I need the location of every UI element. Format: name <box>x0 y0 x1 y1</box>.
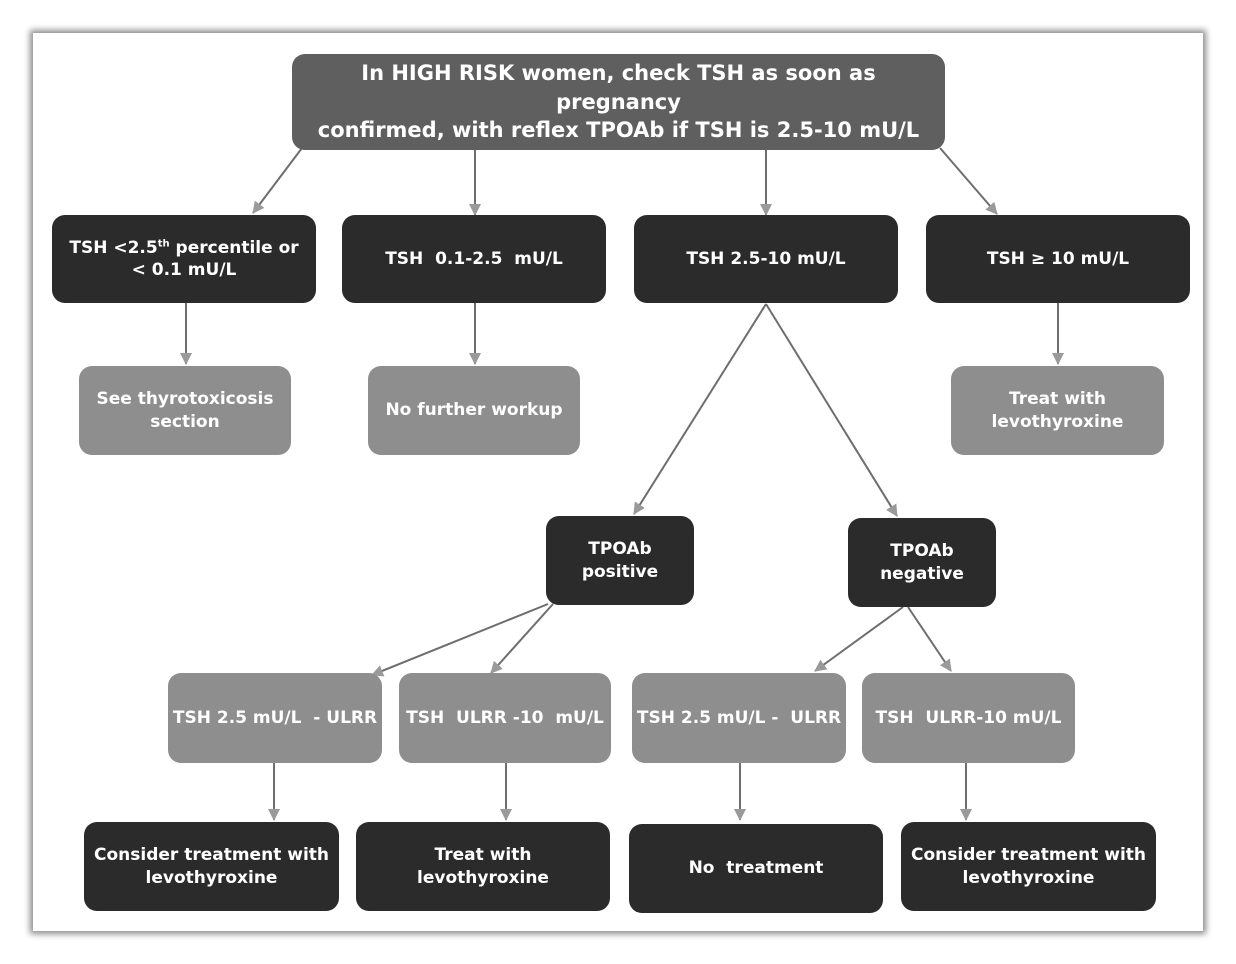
tsh-mid-node: TSH 2.5-10 mU/L <box>634 215 898 303</box>
outcome-pos-low-line-1: Consider treatment with <box>94 845 329 866</box>
treat-high-line-1: Treat with <box>1009 389 1106 410</box>
tpoab-negative-line-2: negative <box>880 563 964 584</box>
treat-high-node: Treat with levothyroxine <box>951 366 1164 455</box>
pos-high-range-label: TSH ULRR -10 mU/L <box>406 707 604 728</box>
tpoab-negative-node: TPOAb negative <box>848 518 996 607</box>
outcome-pos-low-node: Consider treatment with levothyroxine <box>84 822 339 911</box>
tsh-high-node: TSH ≥ 10 mU/L <box>926 215 1190 303</box>
thyrotoxicosis-line-2: section <box>150 411 220 432</box>
pos-high-range-node: TSH ULRR -10 mU/L <box>399 673 611 763</box>
outcome-neg-high-line-1: Consider treatment with <box>911 845 1146 866</box>
neg-low-range-node: TSH 2.5 mU/L - ULRR <box>632 673 846 763</box>
top-line-1: In HIGH RISK women, check TSH as soon as… <box>361 61 876 114</box>
thyrotoxicosis-node: See thyrotoxicosis section <box>79 366 291 455</box>
edge-top-to-tsh-low <box>252 147 303 214</box>
edge-tpoab-pos-to-pos-high <box>490 603 554 674</box>
tsh-high-label: TSH ≥ 10 mU/L <box>986 248 1130 269</box>
edge-tsh-mid-to-tpoab-neg <box>765 303 898 517</box>
edge-tsh-mid-to-tpoab-pos <box>633 303 767 515</box>
edge-top-to-tsh-high <box>939 147 998 215</box>
outcome-pos-high-line-1: Treat with <box>434 845 532 866</box>
edge-tpoab-neg-to-neg-low <box>814 606 904 672</box>
tpoab-positive-line-1: TPOAb <box>588 539 652 560</box>
tsh-normal-label: TSH 0.1-2.5 mU/L <box>385 248 563 269</box>
tsh-mid-label: TSH 2.5-10 mU/L <box>686 248 846 269</box>
tpoab-negative-line-1: TPOAb <box>890 541 954 562</box>
tsh-normal-node: TSH 0.1-2.5 mU/L <box>342 215 606 303</box>
tpoab-positive-line-2: positive <box>581 561 659 582</box>
tsh-low-line-1: TSH <2.5th percentile or <box>69 237 299 258</box>
tpoab-positive-node: TPOAb positive <box>546 516 694 605</box>
neg-high-range-node: TSH ULRR-10 mU/L <box>862 673 1075 763</box>
diagram-frame <box>33 33 1203 931</box>
top-line-2: confirmed, with reflex TPOAb if TSH is 2… <box>317 118 920 143</box>
outcome-pos-high-node: Treat with levothyroxine <box>356 822 610 911</box>
neg-low-range-label: TSH 2.5 mU/L - ULRR <box>636 707 842 728</box>
pos-low-range-label: TSH 2.5 mU/L - ULRR <box>172 707 378 728</box>
tsh-low-node: TSH <2.5th percentile or < 0.1 mU/L <box>52 215 316 303</box>
edge-tpoab-neg-to-neg-high <box>907 606 952 672</box>
no-workup-label: No further workup <box>385 400 563 421</box>
neg-high-range-label: TSH ULRR-10 mU/L <box>875 707 1062 728</box>
outcome-neg-high-line-2: levothyroxine <box>962 867 1095 888</box>
no-workup-node: No further workup <box>368 366 580 455</box>
outcome-pos-high-line-2: levothyroxine <box>417 867 549 888</box>
high-risk-screening-node: In HIGH RISK women, check TSH as soon as… <box>292 54 945 150</box>
outcome-neg-high-node: Consider treatment with levothyroxine <box>901 822 1156 911</box>
outcome-pos-low-line-2: levothyroxine <box>145 867 278 888</box>
edge-tpoab-pos-to-pos-low <box>371 603 549 677</box>
pos-low-range-node: TSH 2.5 mU/L - ULRR <box>168 673 382 763</box>
treat-high-line-2: levothyroxine <box>991 411 1124 432</box>
outcome-neg-low-node: No treatment <box>629 824 883 913</box>
outcome-neg-low-label: No treatment <box>688 858 824 879</box>
thyrotoxicosis-line-1: See thyrotoxicosis <box>96 389 274 410</box>
tsh-low-line-2: < 0.1 mU/L <box>131 260 237 280</box>
